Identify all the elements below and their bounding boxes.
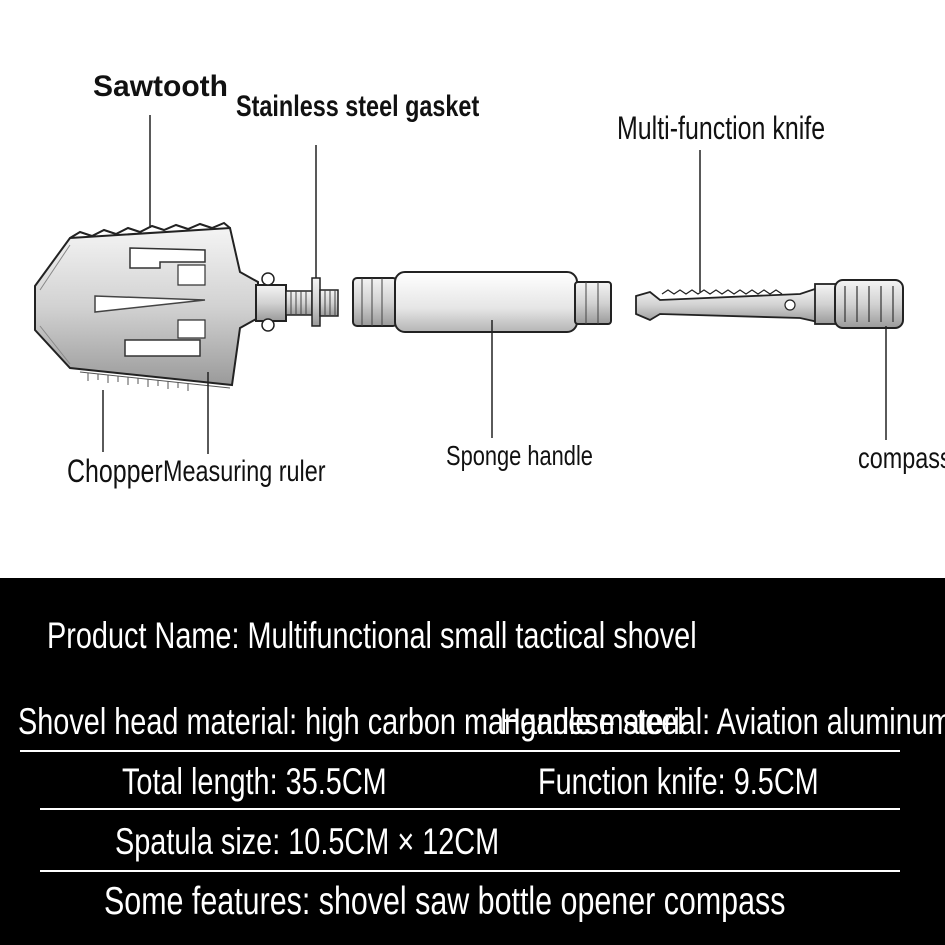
shovel-blade xyxy=(34,221,259,391)
gasket-ring xyxy=(311,277,321,327)
chopper-label: Chopper xyxy=(67,453,163,489)
knife-label: Multi-function knife xyxy=(617,110,826,146)
spatula-size-text: Spatula size: 10.5CM × 12CM xyxy=(115,821,500,862)
divider-line xyxy=(20,750,900,752)
divider-line xyxy=(40,870,900,872)
features-text: Some features: shovel saw bottle opener … xyxy=(104,880,786,923)
ruler-label: Measuring ruler xyxy=(163,455,326,488)
head-material-text: Shovel head material: high carbon mangan… xyxy=(18,701,684,742)
compass-cap xyxy=(814,279,904,329)
knife-length-text: Function knife: 9.5CM xyxy=(538,761,819,802)
exploded-shovel-diagram: Sawtooth Stainless steel gasket Multi-fu… xyxy=(34,70,945,489)
threaded-neck xyxy=(255,272,339,332)
multi-function-knife xyxy=(635,286,819,324)
spec-panel: Product Name: Multifunctional small tact… xyxy=(0,578,945,945)
product-name-text: Product Name: Multifunctional small tact… xyxy=(47,615,697,656)
total-length-text: Total length: 35.5CM xyxy=(122,761,387,802)
shovel-drawing xyxy=(34,115,904,454)
sawtooth-label: Sawtooth xyxy=(93,70,228,103)
divider-line xyxy=(40,808,900,810)
sponge-label: Sponge handle xyxy=(446,440,593,471)
handle-material-text: Handle material: Aviation aluminum alloy xyxy=(500,701,945,742)
compass-label: compass xyxy=(858,442,945,475)
gasket-label: Stainless steel gasket xyxy=(236,90,480,123)
sponge-handle xyxy=(352,271,612,333)
leader-lines xyxy=(102,115,887,454)
